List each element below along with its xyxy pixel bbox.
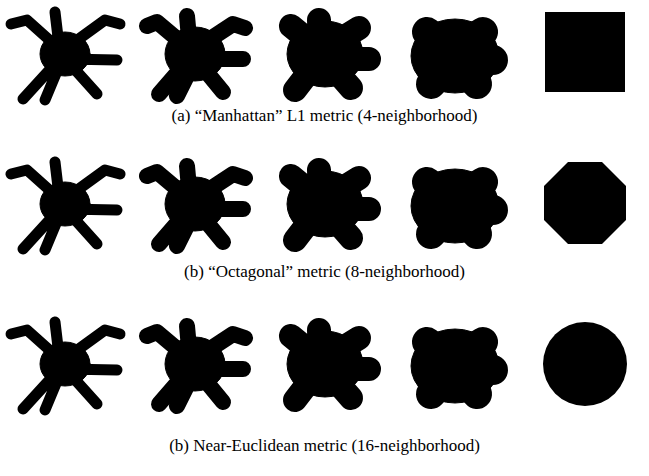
row-caption: (b) Near-Euclidean metric (16-neighborho… [0,436,649,456]
row-caption: (b) “Octagonal” metric (8-neighborhood) [0,262,649,282]
row-caption: (a) “Manhattan” L1 metric (4-neighborhoo… [0,106,649,126]
